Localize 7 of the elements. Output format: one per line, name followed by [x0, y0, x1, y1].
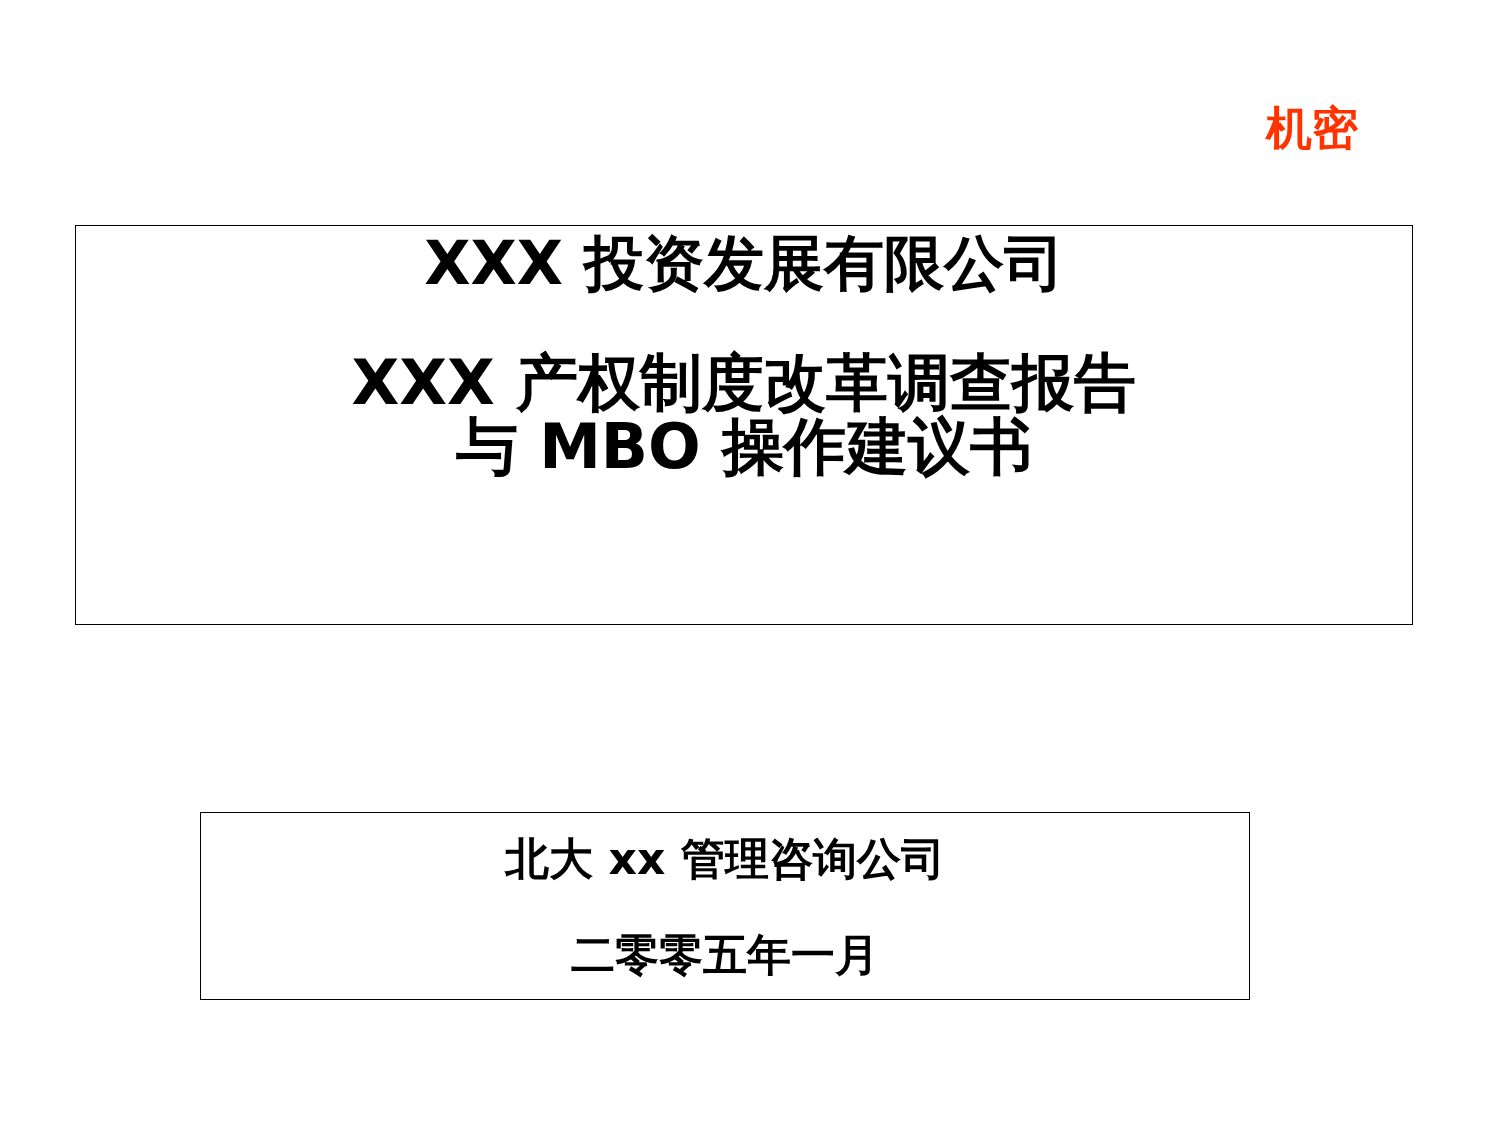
company-heading: XXX 投资发展有限公司 — [423, 228, 1065, 298]
author-name: 北大 xx 管理咨询公司 — [503, 832, 946, 886]
report-title: XXX 产权制度改革调查报告与 MBO 操作建议书 — [350, 351, 1138, 479]
date-text: 二零零五年一月 — [570, 928, 880, 982]
confidential-label: 机密 — [1266, 100, 1358, 156]
title-box — [75, 225, 1413, 625]
author-box — [200, 812, 1250, 1000]
